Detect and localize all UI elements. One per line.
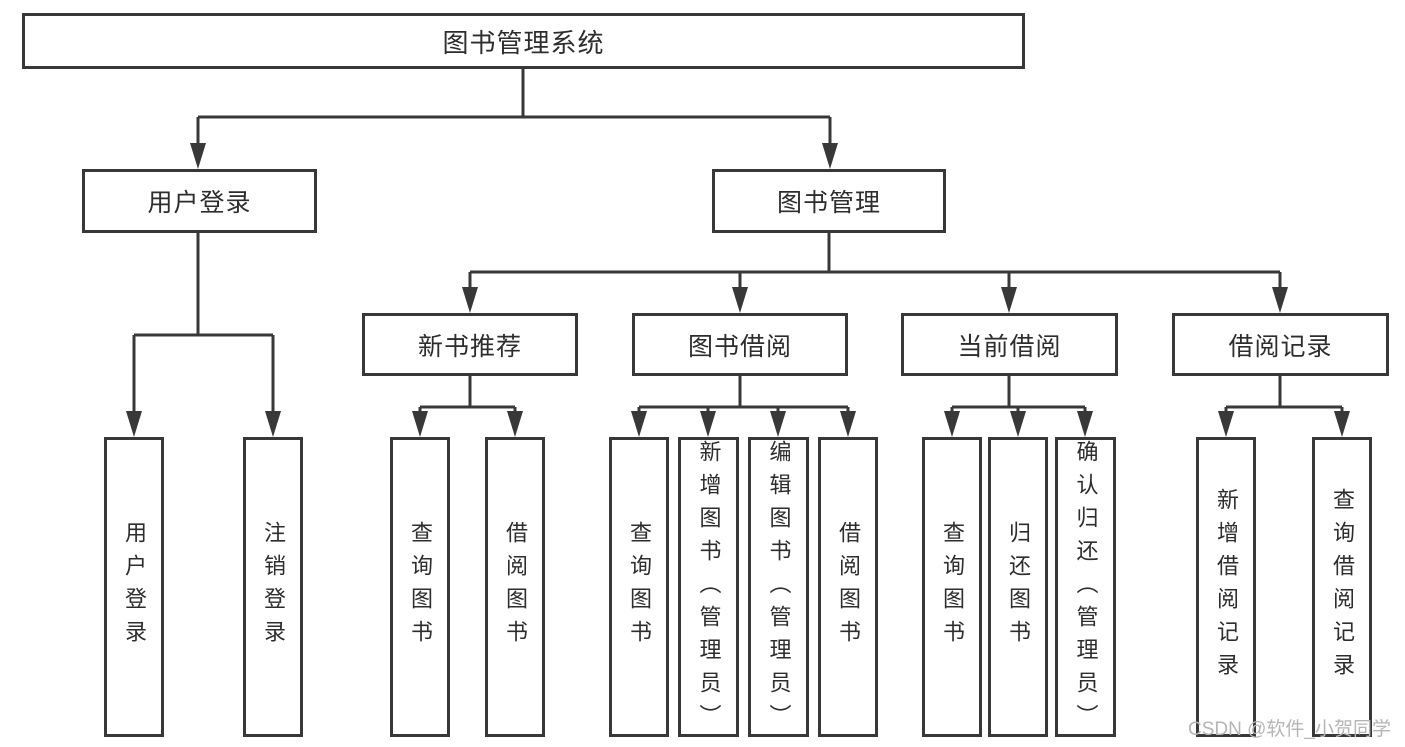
leaf-confirm-return-admin: 确认归还（管理员） bbox=[1055, 437, 1116, 737]
node-label: 图书管理 bbox=[776, 189, 881, 217]
node-label: 图书借阅 bbox=[687, 332, 792, 361]
leaf-query-books-recommend: 查询图书 bbox=[390, 437, 450, 737]
leaf-label: 新增图书（管理员） bbox=[696, 440, 722, 737]
leaf-label: 查询图书 bbox=[940, 521, 965, 653]
arrowheads bbox=[126, 143, 1350, 437]
leaf-add-borrow-record: 新增借阅记录 bbox=[1196, 437, 1256, 737]
leaf-borrow-books-recommend: 借阅图书 bbox=[485, 437, 545, 737]
node-borrowing-records: 借阅记录 bbox=[1172, 313, 1389, 376]
node-new-book-recommendation: 新书推荐 bbox=[362, 313, 578, 376]
leaf-return-books: 归还图书 bbox=[988, 437, 1048, 737]
node-label: 图书管理系统 bbox=[442, 27, 605, 58]
leaf-query-books-current: 查询图书 bbox=[922, 437, 982, 737]
node-library-management-system: 图书管理系统 bbox=[22, 13, 1025, 69]
node-label: 新书推荐 bbox=[417, 332, 522, 361]
leaf-label: 查询图书 bbox=[408, 521, 433, 653]
node-label: 用户登录 bbox=[147, 189, 252, 217]
node-book-management: 图书管理 bbox=[712, 169, 946, 233]
leaf-borrow-books: 借阅图书 bbox=[818, 437, 878, 737]
node-label: 借阅记录 bbox=[1228, 332, 1333, 361]
leaf-label: 借阅图书 bbox=[503, 521, 528, 653]
leaf-user-login: 用户登录 bbox=[104, 437, 164, 737]
leaf-query-borrow-record: 查询借阅记录 bbox=[1312, 437, 1372, 737]
leaf-label: 确认归还（管理员） bbox=[1073, 440, 1099, 737]
leaf-label: 归还图书 bbox=[1006, 521, 1031, 653]
node-label: 当前借阅 bbox=[957, 332, 1062, 361]
leaf-label: 查询图书 bbox=[627, 521, 652, 653]
node-book-borrowing: 图书借阅 bbox=[632, 313, 848, 376]
watermark-text: CSDN @软件_小贺同学 bbox=[1188, 719, 1391, 740]
leaf-label: 用户登录 bbox=[122, 521, 147, 653]
leaf-logout-login: 注销登录 bbox=[243, 437, 303, 737]
node-current-borrowing: 当前借阅 bbox=[901, 313, 1118, 376]
leaf-label: 新增借阅记录 bbox=[1214, 488, 1239, 686]
leaf-label: 注销登录 bbox=[261, 521, 286, 653]
leaf-label: 编辑图书（管理员） bbox=[766, 440, 792, 737]
leaf-label: 查询借阅记录 bbox=[1330, 488, 1355, 686]
leaf-label: 借阅图书 bbox=[836, 521, 861, 653]
leaf-edit-books-admin: 编辑图书（管理员） bbox=[748, 437, 809, 737]
node-user-login: 用户登录 bbox=[82, 169, 317, 233]
leaf-query-books-borrowing: 查询图书 bbox=[609, 437, 669, 737]
leaf-add-books-admin: 新增图书（管理员） bbox=[678, 437, 739, 737]
